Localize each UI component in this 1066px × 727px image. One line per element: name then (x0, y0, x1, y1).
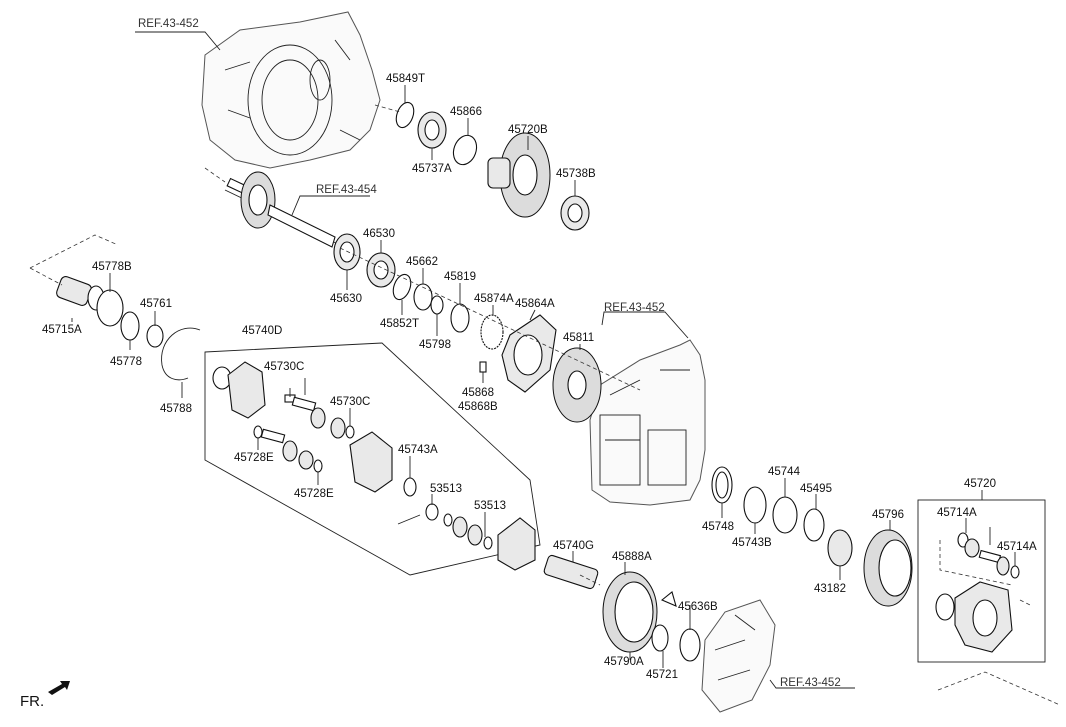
part-label: 45720 (964, 478, 996, 490)
part-label: 45864A (515, 298, 555, 310)
ring-45819 (450, 303, 470, 333)
ring-45748 (711, 466, 733, 504)
part-label: 46530 (363, 228, 395, 240)
leader-lines (71, 31, 1016, 689)
transmission-housing-right (589, 339, 706, 506)
gear-45811 (552, 347, 602, 423)
part-label: 45744 (768, 466, 801, 478)
part-label: 45819 (444, 271, 476, 283)
ring-45495 (803, 508, 825, 542)
ref-label-top: REF.43-452 (138, 18, 199, 30)
retainer-plate-45864A (501, 314, 557, 393)
plate-45778B (96, 289, 124, 327)
snap-ring-45788 (161, 327, 201, 381)
clip-45636B (660, 591, 677, 607)
snap-ring-45849T (395, 101, 415, 129)
part-label: 45728E (294, 488, 334, 500)
front-direction-arrow-icon (48, 681, 70, 695)
part-label: 45714A (937, 507, 977, 519)
part-label: 45714A (997, 541, 1037, 553)
differential-gear-45720B (487, 132, 551, 218)
part-label: 45849T (386, 73, 425, 85)
part-label: 45778 (110, 356, 142, 368)
bearing-46530 (366, 252, 396, 288)
part-label: 45720B (508, 124, 548, 136)
transmission-cover-bottom (701, 599, 776, 713)
ring-gear-45790A (602, 571, 658, 653)
part-label: 45743B (732, 537, 772, 549)
part-label: 45778B (92, 261, 132, 273)
part-label: 45748 (702, 521, 734, 533)
part-label: 45743A (398, 444, 438, 456)
part-label: 45715A (42, 324, 82, 336)
washer-45761 (146, 324, 164, 348)
part-label: 45798 (419, 339, 451, 351)
guide-lines (29, 104, 1061, 706)
part-label: 45866 (450, 106, 482, 118)
bearing-45737A (417, 111, 447, 149)
transmission-housing-top (201, 11, 381, 169)
part-label: 53513 (430, 483, 462, 495)
shaft-45740G (543, 554, 599, 590)
ref-label-shaft: REF.43-454 (316, 184, 377, 196)
output-shaft-assembly (224, 171, 341, 248)
ring-45662 (413, 283, 433, 311)
bearing-45738B (560, 195, 590, 231)
part-label: 45737A (412, 163, 452, 175)
pin-45868 (479, 361, 487, 373)
ring-45721 (651, 624, 669, 652)
part-label: 45796 (872, 509, 904, 521)
part-label: 45738B (556, 168, 596, 180)
part-label: 45740D (242, 325, 282, 337)
ref-label-right: REF.43-452 (604, 302, 665, 314)
ring-45852T (392, 273, 412, 301)
part-label: 45874A (474, 293, 514, 305)
labels: REF.43-452 REF.43-454 REF.43-452 REF.43-… (20, 18, 1037, 710)
part-label: 45788 (160, 403, 192, 415)
part-label: 45730C (264, 361, 304, 373)
bearing-race-45874A (480, 314, 504, 350)
part-label: 43182 (814, 583, 846, 595)
carrier-parts (212, 361, 536, 571)
part-label: 45662 (406, 256, 438, 268)
part-label: 45636B (678, 601, 718, 613)
part-label: 45495 (800, 483, 832, 495)
ref-label-bottom: REF.43-452 (780, 677, 841, 689)
part-label: 45730C (330, 396, 370, 408)
ring-45866 (452, 134, 478, 166)
ring-45778 (120, 311, 140, 341)
ring-45636B (679, 628, 701, 662)
planetary-carrier-box (204, 342, 541, 576)
part-label: 45728E (234, 452, 274, 464)
part-label: 53513 (474, 500, 506, 512)
front-label: FR. (20, 693, 44, 710)
part-label: 45868 (462, 387, 494, 399)
clutch-drum-45796 (863, 529, 913, 607)
assembly-45720-box (917, 499, 1046, 663)
part-label: 45790A (604, 656, 644, 668)
part-label: 45630 (330, 293, 362, 305)
bearing-45630 (333, 233, 361, 271)
sun-gear-45715A (56, 276, 105, 311)
part-label: 45721 (646, 669, 678, 681)
plate-43182 (827, 529, 853, 567)
part-label: 45761 (140, 298, 172, 310)
ring-45744 (772, 496, 798, 534)
washer-45798 (430, 295, 444, 315)
part-label: 45888A (612, 551, 652, 563)
part-label: 45740G (553, 540, 594, 552)
part-label: 45811 (563, 332, 594, 344)
part-label: 45852T (380, 318, 419, 330)
ring-45743B (743, 486, 767, 524)
part-label: 45868B (458, 401, 498, 413)
